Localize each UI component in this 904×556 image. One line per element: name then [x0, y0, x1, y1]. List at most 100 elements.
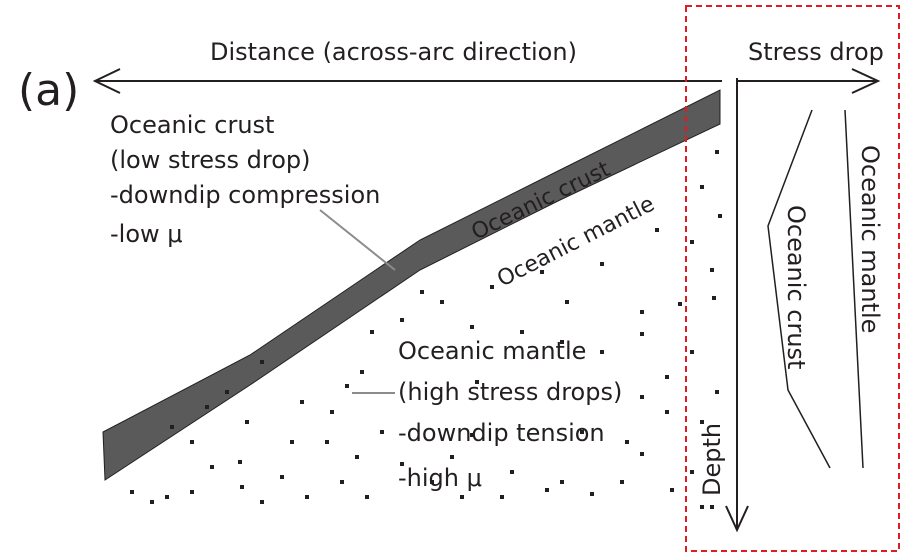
- earthquake-dot: [710, 268, 714, 272]
- earthquake-dot: [710, 505, 714, 509]
- oceanic-crust-note: Oceanic crust (low stress drop) -downdip…: [110, 111, 380, 248]
- earthquake-dot: [690, 240, 694, 244]
- earthquake-dot: [370, 330, 374, 334]
- crust-stress-profile: [767, 109, 831, 469]
- earthquake-dot: [655, 228, 659, 232]
- earthquake-dot: [715, 150, 719, 154]
- earthquake-dot: [700, 505, 704, 509]
- depth-axis-label: Depth: [698, 423, 726, 496]
- earthquake-dot: [260, 360, 264, 364]
- earthquake-dot: [470, 325, 474, 329]
- oceanic-crust-slab: [102, 89, 721, 481]
- earthquake-dot: [690, 350, 694, 354]
- highlight-box: [685, 5, 900, 552]
- earthquake-dot: [625, 440, 629, 444]
- earthquake-dot: [600, 350, 604, 354]
- earthquake-dot: [238, 460, 242, 464]
- earthquake-dot: [700, 185, 704, 189]
- earthquake-dot: [712, 296, 716, 300]
- earthquake-dot: [580, 430, 584, 434]
- earthquake-dot: [690, 470, 694, 474]
- earthquake-dot: [280, 475, 284, 479]
- earthquake-dot: [340, 480, 344, 484]
- earthquake-dot: [510, 470, 514, 474]
- earthquake-dot: [365, 495, 369, 499]
- earthquake-dot: [165, 495, 169, 499]
- earthquake-dot: [670, 488, 674, 492]
- earthquake-dot: [225, 390, 229, 394]
- depth-arrowhead-icon: [725, 505, 749, 533]
- earthquake-dot: [440, 300, 444, 304]
- earthquake-dot: [380, 430, 384, 434]
- earthquake-dot: [400, 318, 404, 322]
- profile-mantle-label: Oceanic mantle: [856, 145, 884, 333]
- earthquake-dot: [190, 490, 194, 494]
- earthquake-dot: [560, 340, 564, 344]
- earthquake-dot: [150, 500, 154, 504]
- earthquake-dot: [290, 440, 294, 444]
- earthquake-dot: [520, 330, 524, 334]
- earthquake-dot: [240, 485, 244, 489]
- earthquake-dot: [170, 425, 174, 429]
- earthquake-dot: [420, 290, 424, 294]
- distance-axis-label: Distance (across-arc direction): [210, 38, 577, 66]
- earthquake-dot: [325, 440, 329, 444]
- earthquake-dot: [640, 452, 644, 456]
- earthquake-dot: [475, 380, 479, 384]
- earthquake-dot: [305, 495, 309, 499]
- earthquake-dots: [130, 150, 722, 509]
- distance-axis: Distance (across-arc direction): [92, 38, 722, 94]
- mantle-note-title: Oceanic mantle: [398, 337, 586, 365]
- earthquake-dot: [715, 390, 719, 394]
- mantle-stress-profile: [844, 109, 864, 469]
- crust-note-line4: -low μ: [110, 220, 183, 248]
- stress-drop-arrowhead-icon: [851, 68, 881, 94]
- earthquake-dot: [470, 433, 474, 437]
- earthquake-dot: [560, 480, 564, 484]
- earthquake-dot: [330, 410, 334, 414]
- earthquake-dot: [665, 410, 669, 414]
- mantle-note-line3: -downdip tension: [398, 419, 605, 447]
- earthquake-dot: [355, 455, 359, 459]
- crust-leader-line: [319, 209, 396, 271]
- earthquake-dot: [130, 490, 134, 494]
- earthquake-dot: [665, 375, 669, 379]
- earthquake-dot: [500, 495, 504, 499]
- earthquake-dot: [700, 420, 704, 424]
- earthquake-dot: [590, 492, 594, 496]
- earthquake-dot: [450, 455, 454, 459]
- earthquake-dot: [260, 500, 264, 504]
- earthquake-dot: [210, 465, 214, 469]
- earthquake-dot: [545, 488, 549, 492]
- oceanic-mantle-note: Oceanic mantle (high stress drops) -down…: [398, 337, 622, 492]
- earthquake-dot: [540, 270, 544, 274]
- earthquake-dot: [360, 370, 364, 374]
- stress-drop-axis: Stress drop: [737, 38, 884, 94]
- earthquake-dot: [678, 302, 682, 306]
- earthquake-dot: [190, 440, 194, 444]
- earthquake-dot: [345, 384, 349, 388]
- panel-label: (a): [18, 65, 79, 116]
- earthquake-dot: [430, 480, 434, 484]
- mantle-note-line4: -high μ: [398, 464, 482, 492]
- earthquake-dot: [640, 332, 644, 336]
- stress-drop-axis-label: Stress drop: [748, 38, 884, 66]
- mantle-note-line2: (high stress drops): [398, 378, 622, 406]
- profile-crust-label: Oceanic crust: [782, 205, 810, 369]
- earthquake-dot: [205, 405, 209, 409]
- earthquake-dot: [490, 285, 494, 289]
- distance-arrowhead-icon: [92, 68, 121, 94]
- depth-axis: Depth: [698, 78, 749, 533]
- earthquake-dot: [245, 420, 249, 424]
- earthquake-dot: [718, 214, 722, 218]
- crust-note-line3: -downdip compression: [110, 181, 380, 209]
- earthquake-dot: [640, 310, 644, 314]
- earthquake-dot: [600, 262, 604, 266]
- earthquake-dot: [400, 462, 404, 466]
- earthquake-dot: [565, 300, 569, 304]
- earthquake-dot: [620, 480, 624, 484]
- earthquake-dot: [640, 395, 644, 399]
- earthquake-dot: [460, 495, 464, 499]
- earthquake-dot: [300, 400, 304, 404]
